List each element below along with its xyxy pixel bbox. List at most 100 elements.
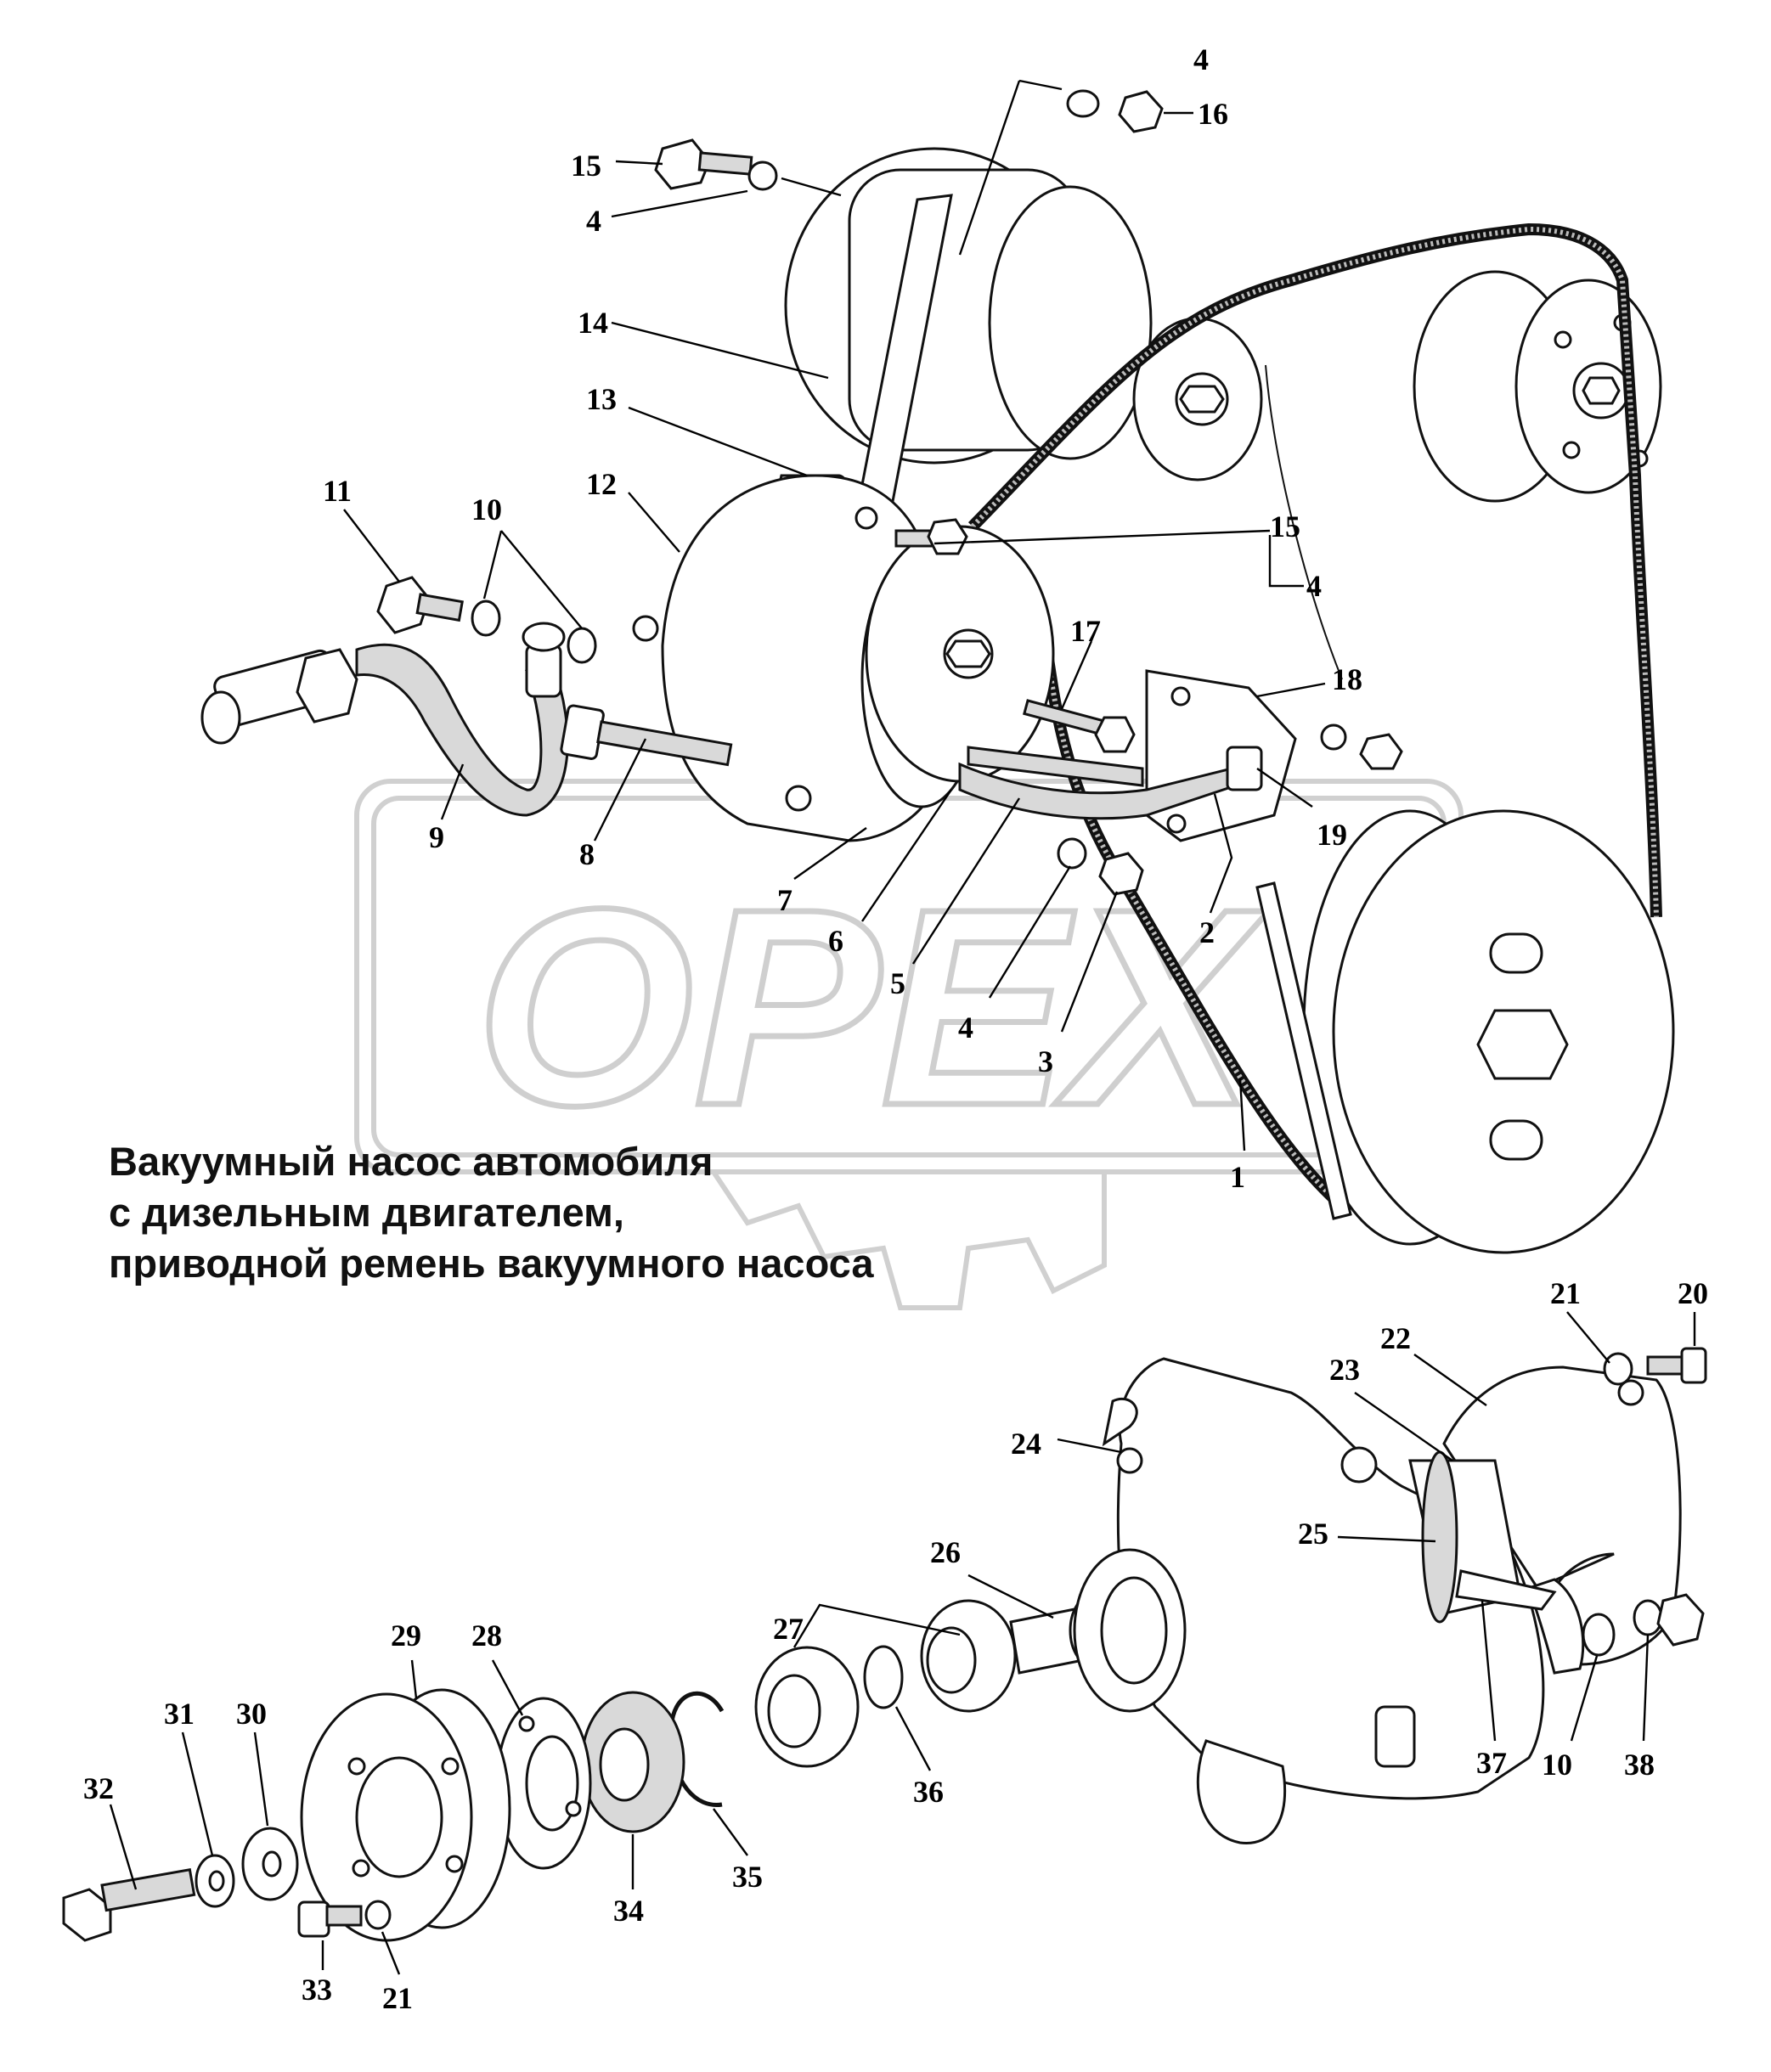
bolt-8-head xyxy=(560,704,605,760)
callout-6: 6 xyxy=(828,924,843,958)
connector-nut xyxy=(296,648,358,724)
callout-7: 7 xyxy=(777,883,792,917)
callout-22: 22 xyxy=(1380,1321,1411,1355)
alternator-pulley-nut xyxy=(1179,385,1225,414)
callout-23: 23 xyxy=(1329,1353,1360,1387)
upper-pulley-hole xyxy=(1562,441,1581,459)
crank-pulley-slot xyxy=(1489,1119,1543,1161)
washer-10-lower xyxy=(1582,1613,1616,1657)
bolt-15b-head xyxy=(927,518,968,555)
oil-line-fitting xyxy=(525,644,562,698)
callout-38: 38 xyxy=(1624,1748,1655,1782)
nut-38 xyxy=(1656,1593,1705,1647)
leader-4b-arrow xyxy=(781,177,842,197)
callout-18: 18 xyxy=(1332,662,1362,696)
nut-38-ring xyxy=(1633,1599,1663,1636)
nut-3 xyxy=(1098,852,1144,896)
upper-pulley-hole xyxy=(1554,330,1572,349)
callout-27: 27 xyxy=(773,1612,804,1646)
connector-end xyxy=(200,690,241,745)
leader-29 xyxy=(410,1659,418,1699)
leader-30 xyxy=(253,1731,269,1827)
leader-10a-1 xyxy=(482,530,503,600)
bolt-11-head xyxy=(376,576,431,634)
bolt-32-shank xyxy=(100,1868,196,1912)
callout-9: 9 xyxy=(429,820,444,854)
leader-1 xyxy=(1238,1078,1246,1151)
leader-21b xyxy=(381,1931,401,1975)
leader-35 xyxy=(713,1808,748,1856)
vane-37 xyxy=(1455,1569,1557,1611)
leader-18 xyxy=(1256,682,1326,698)
pump-mount-hole xyxy=(632,615,659,642)
washer-4-top xyxy=(747,160,778,191)
crank-pulley-bolt xyxy=(1476,1009,1569,1080)
leader-2 xyxy=(1209,793,1233,914)
bolt-15-shank xyxy=(697,151,753,176)
callout-4b: 4 xyxy=(586,204,601,238)
bolt-11-shank xyxy=(415,593,464,622)
callout-labels: 1 2 3 4 4 4 4 5 6 7 8 9 10 10 11 12 13 1… xyxy=(83,42,1708,2015)
bolt-15-head xyxy=(654,138,711,190)
vacuum-hose-top xyxy=(967,746,1144,787)
washer-21-bottom xyxy=(364,1900,392,1930)
stud-17-nut xyxy=(1094,716,1136,753)
watermark-gear xyxy=(711,1170,1107,1310)
leader-19 xyxy=(1256,768,1313,808)
caption-line-3: приводной ремень вакуумного насоса xyxy=(109,1241,874,1286)
callout-19: 19 xyxy=(1317,818,1347,852)
callout-8: 8 xyxy=(579,837,595,871)
callout-26: 26 xyxy=(930,1535,961,1569)
leader-7 xyxy=(793,827,867,880)
washer-21-top xyxy=(1603,1352,1633,1386)
callout-29: 29 xyxy=(391,1619,421,1653)
bolt-small-head xyxy=(1359,733,1403,770)
callout-1: 1 xyxy=(1230,1160,1245,1194)
callout-2: 2 xyxy=(1199,915,1215,949)
bearing-27-inner xyxy=(926,1626,977,1694)
bolt-20-head xyxy=(1680,1347,1707,1384)
bearing-27b-inner xyxy=(767,1674,821,1748)
leader-4d xyxy=(988,865,1072,999)
bolt-20-shank xyxy=(1646,1355,1688,1376)
pump-housing-hole xyxy=(1340,1446,1378,1484)
hose-fitting xyxy=(1226,746,1263,791)
diagram-caption: Вакуумный насос автомобиля с дизельным д… xyxy=(109,1136,874,1289)
callout-3: 3 xyxy=(1038,1044,1053,1078)
bracket-hole xyxy=(1166,814,1187,834)
pump-cover xyxy=(1442,1365,1682,1666)
leader-10b xyxy=(1570,1655,1599,1742)
callout-24: 24 xyxy=(1011,1427,1041,1461)
leader-28 xyxy=(491,1659,524,1716)
washer-4-lower xyxy=(1057,837,1087,870)
pulley-29-hub xyxy=(355,1756,443,1878)
leader-17 xyxy=(1060,640,1093,710)
leader-10a-2 xyxy=(500,530,583,629)
adjust-rod xyxy=(1255,881,1352,1220)
pulley-29-hole xyxy=(445,1855,464,1873)
leader-13 xyxy=(628,406,808,477)
callout-28: 28 xyxy=(471,1619,502,1653)
leader-37 xyxy=(1481,1600,1497,1742)
accessory-belt-edge xyxy=(970,226,1659,918)
callout-37: 37 xyxy=(1476,1746,1507,1780)
belt-return xyxy=(1265,364,1343,680)
callout-12: 12 xyxy=(586,467,617,501)
leader-22 xyxy=(1413,1354,1487,1406)
pulley-29-hole xyxy=(441,1757,460,1776)
crank-pulley-slot xyxy=(1489,932,1543,974)
pump-pulley-nut xyxy=(945,639,991,668)
watermark-text: OPEX xyxy=(476,850,1269,1163)
leader-38 xyxy=(1642,1634,1650,1742)
pump-housing-foot xyxy=(1196,1739,1287,1844)
callout-5: 5 xyxy=(890,966,905,1000)
circlip-small xyxy=(1320,724,1347,751)
pump-mount-hole xyxy=(854,506,878,530)
callout-34: 34 xyxy=(613,1894,644,1928)
pump-housing-stud xyxy=(1374,1705,1416,1768)
callout-31: 31 xyxy=(164,1697,195,1731)
leader-4a xyxy=(958,80,1021,256)
pulley-29-hole xyxy=(352,1859,370,1878)
callout-4c: 4 xyxy=(1306,569,1322,603)
